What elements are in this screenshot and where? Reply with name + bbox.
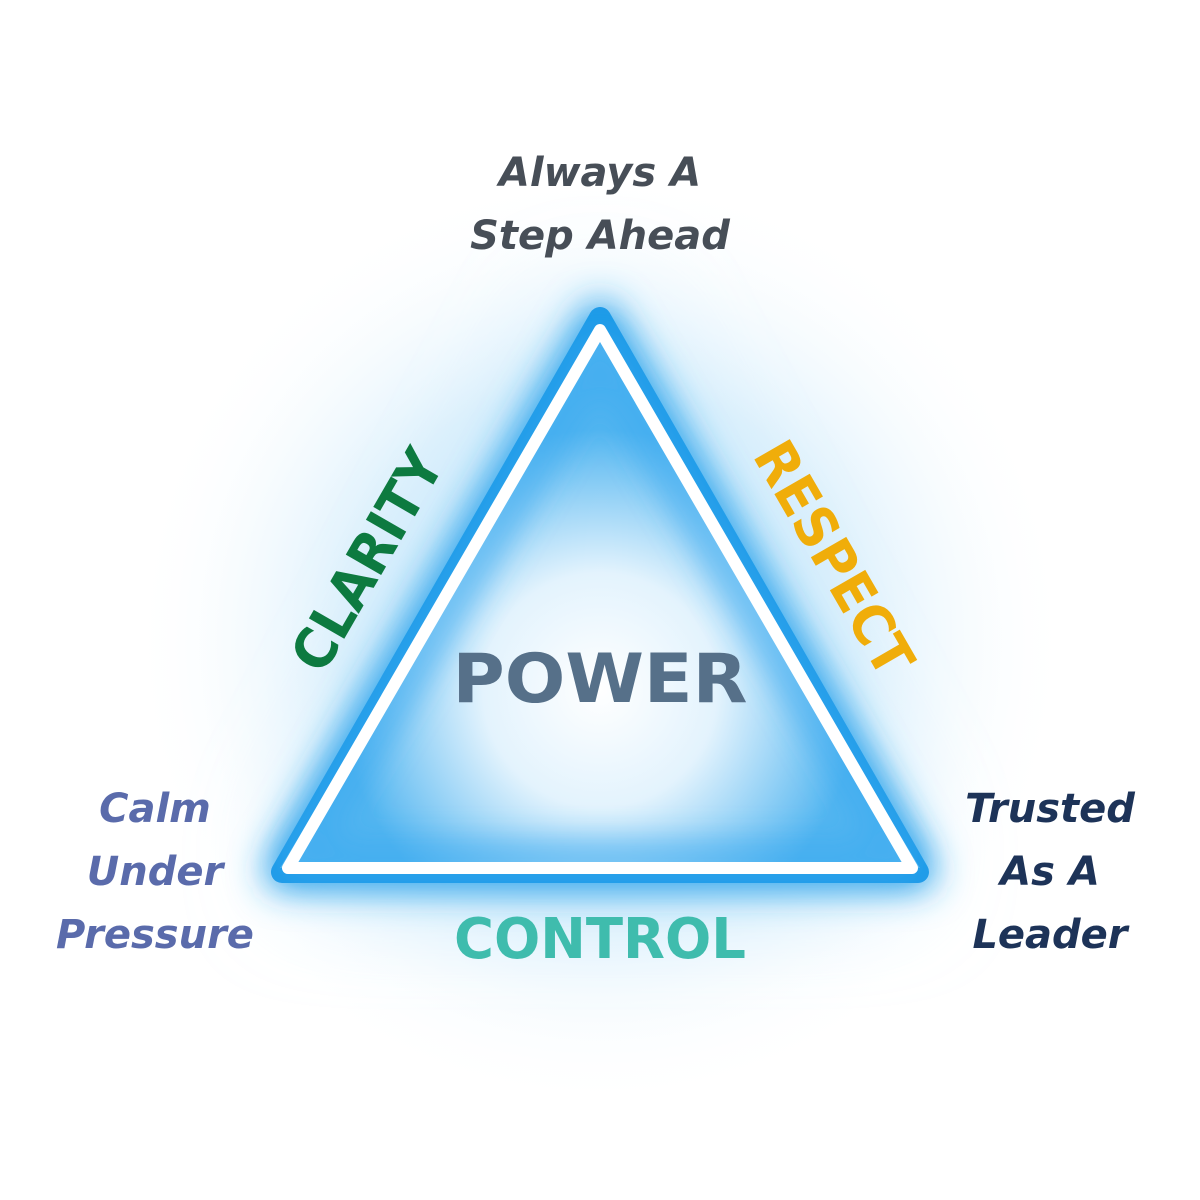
right-caption: Trusted As A Leader — [905, 778, 1195, 967]
right-caption-line: Trusted — [965, 786, 1135, 832]
triangle-outline — [282, 324, 918, 874]
left-caption-line: Pressure — [56, 912, 254, 958]
top-caption: Always A Step Ahead — [400, 142, 800, 268]
side-label-bottom: CONTROL — [454, 907, 746, 972]
triangle-inner-fill — [280, 340, 920, 868]
left-caption-line: Under — [86, 849, 224, 895]
center-label: POWER — [453, 640, 748, 719]
right-caption-line: As A — [1000, 849, 1100, 895]
top-caption-line: Step Ahead — [470, 213, 730, 259]
left-caption: Calm Under Pressure — [10, 778, 300, 967]
right-caption-line: Leader — [972, 912, 1128, 958]
triangle-inner-glow — [280, 335, 920, 878]
left-caption-line: Calm — [99, 786, 211, 832]
top-caption-line: Always A — [498, 150, 702, 196]
